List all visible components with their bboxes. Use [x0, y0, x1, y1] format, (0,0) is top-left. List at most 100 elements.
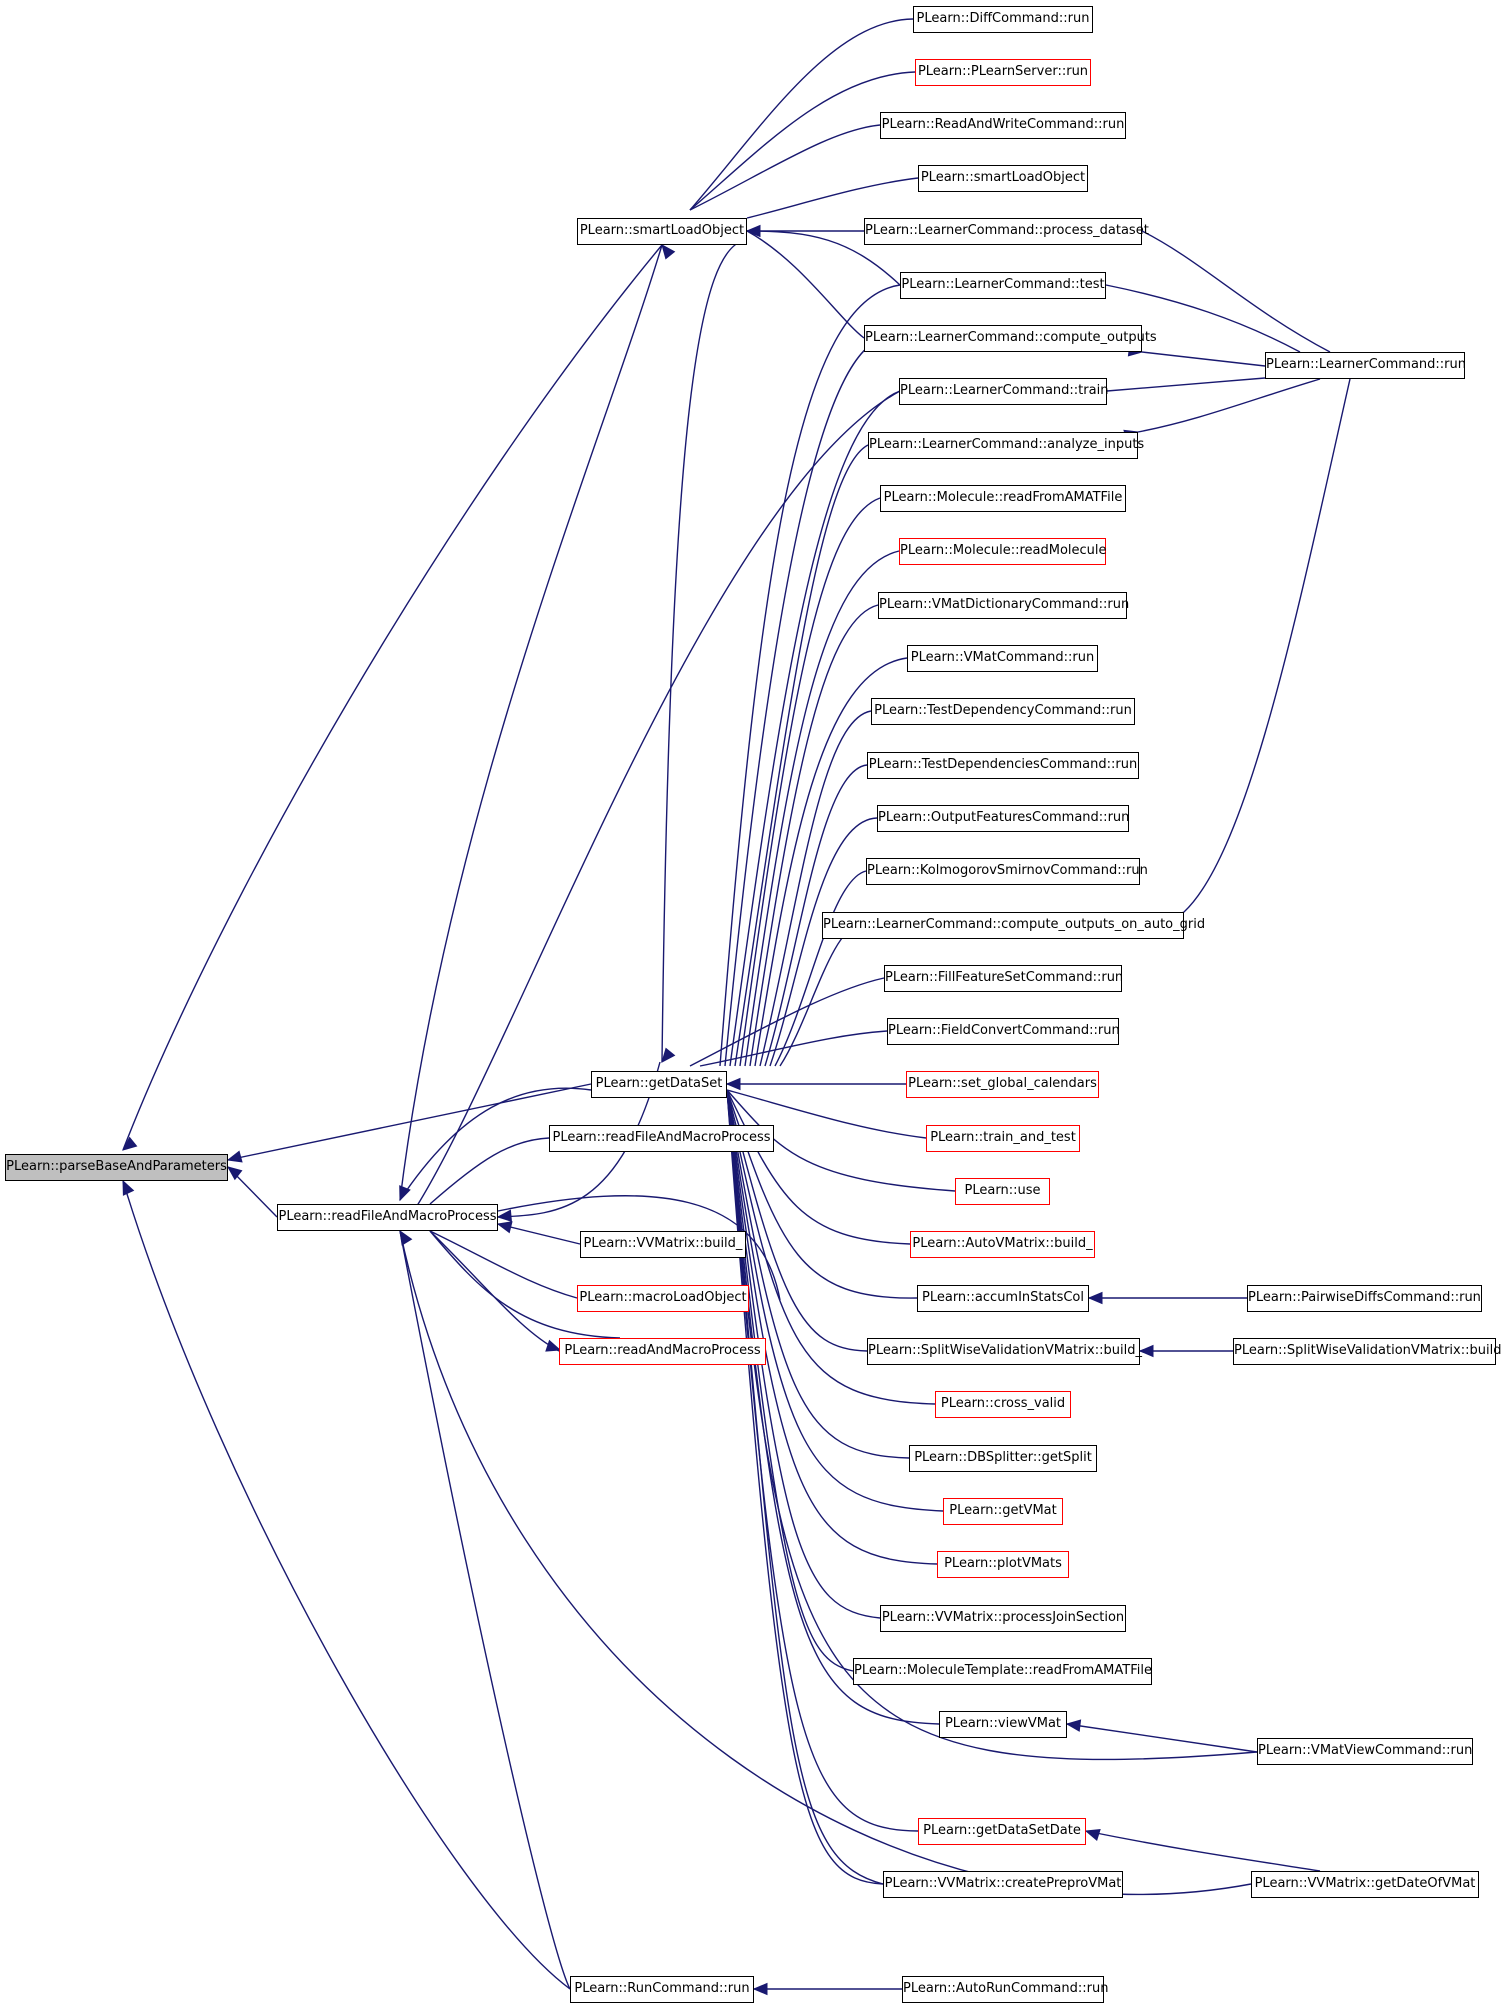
- edge: [399, 390, 901, 1232]
- node-TestDependenciesCommand-run[interactable]: PLearn::TestDependenciesCommand::run: [867, 752, 1139, 779]
- edge: [497, 1195, 781, 1301]
- node-ReadAndWriteCommand-run[interactable]: PLearn::ReadAndWriteCommand::run: [880, 112, 1126, 139]
- node-RunCommand-run[interactable]: PLearn::RunCommand::run: [570, 1976, 754, 2003]
- node-readAndMacroProcess[interactable]: PLearn::readAndMacroProcess: [559, 1338, 766, 1365]
- edge: [759, 710, 872, 1067]
- node-MoleculeTemplate-readFromAMATFile[interactable]: PLearn::MoleculeTemplate::readFromAMATFi…: [853, 1658, 1152, 1685]
- edge-arrowhead: [226, 1150, 243, 1163]
- edge: [1141, 351, 1266, 367]
- node-SplitWiseValidationVMatrix-build[interactable]: PLearn::SplitWiseValidationVMatrix::buil…: [1233, 1338, 1501, 1365]
- edge: [429, 1230, 560, 1352]
- node-VMatCommand-run[interactable]: PLearn::VMatCommand::run: [907, 645, 1098, 672]
- edge-arrowhead: [545, 1339, 562, 1352]
- edge: [774, 870, 867, 1067]
- node-Molecule-readFromAMATFile[interactable]: PLearn::Molecule::readFromAMATFile: [880, 485, 1126, 512]
- edge-arrowhead: [399, 1185, 411, 1202]
- node-PLearnServer-run[interactable]: PLearn::PLearnServer::run: [915, 59, 1091, 86]
- node-readFileAndMacroProcess[interactable]: PLearn::readFileAndMacroProcess: [277, 1204, 498, 1231]
- edge: [746, 230, 865, 339]
- edge: [726, 1089, 944, 1512]
- edge: [399, 1230, 1252, 1896]
- edge: [754, 657, 908, 1067]
- node-parseBaseAndParameters: PLearn::parseBaseAndParameters: [5, 1154, 228, 1181]
- edge: [726, 1089, 927, 1139]
- node-LearnerCommand-compute-outputs-on-auto-grid[interactable]: PLearn::LearnerCommand::compute_outputs_…: [822, 912, 1205, 939]
- edge: [661, 239, 746, 1063]
- node-VVMatrix-build[interactable]: PLearn::VVMatrix::build_: [580, 1231, 746, 1258]
- edge: [399, 244, 663, 1201]
- edge: [689, 124, 881, 211]
- node-cross-valid[interactable]: PLearn::cross_valid: [935, 1391, 1071, 1418]
- edge: [726, 1089, 936, 1405]
- edge: [1141, 230, 1331, 353]
- edge-arrowhead: [496, 1209, 513, 1222]
- edge: [689, 71, 916, 211]
- edge-arrowhead: [752, 1982, 768, 1996]
- node-PairwiseDiffsCommand-run[interactable]: PLearn::PairwiseDiffsCommand::run: [1247, 1285, 1482, 1312]
- edge: [726, 1089, 881, 1619]
- edge: [689, 18, 914, 211]
- node-getVMat[interactable]: PLearn::getVMat: [943, 1498, 1063, 1525]
- edge: [497, 1223, 581, 1245]
- edge: [726, 1089, 911, 1245]
- node-OutputFeaturesCommand-run[interactable]: PLearn::OutputFeaturesCommand::run: [877, 805, 1129, 832]
- edge: [739, 497, 881, 1067]
- node-TestDependencyCommand-run[interactable]: PLearn::TestDependencyCommand::run: [871, 698, 1135, 725]
- edge-arrowhead: [745, 224, 761, 238]
- edge: [726, 1089, 884, 1885]
- edge: [779, 923, 861, 1067]
- node-getDataSet[interactable]: PLearn::getDataSet: [591, 1071, 727, 1098]
- node-LearnerCommand-compute-outputs[interactable]: PLearn::LearnerCommand::compute_outputs: [864, 325, 1157, 352]
- node-SplitWiseValidationVMatrix-build-underscore[interactable]: PLearn::SplitWiseValidationVMatrix::buil…: [867, 1338, 1142, 1365]
- edge: [764, 764, 868, 1067]
- node-LearnerCommand-process-dataset[interactable]: PLearn::LearnerCommand::process_dataset: [864, 218, 1149, 245]
- node-viewVMat[interactable]: PLearn::viewVMat: [939, 1711, 1067, 1738]
- node-LearnerCommand-train[interactable]: PLearn::LearnerCommand::train: [899, 378, 1108, 405]
- edge-arrowhead: [1138, 1344, 1154, 1358]
- edge: [689, 977, 885, 1067]
- node-smartLoadObject[interactable]: PLearn::smartLoadObject: [577, 218, 747, 245]
- edge: [1085, 1830, 1321, 1872]
- node-VVMatrix-createPreproVMat[interactable]: PLearn::VVMatrix::createPreproVMat: [883, 1871, 1123, 1898]
- edge: [1106, 377, 1266, 392]
- node-VVMatrix-getDateOfVMat[interactable]: PLearn::VVMatrix::getDateOfVMat: [1251, 1871, 1479, 1898]
- node-macroLoadObject[interactable]: PLearn::macroLoadObject: [577, 1285, 749, 1312]
- node-DBSplitter-getSplit[interactable]: PLearn::DBSplitter::getSplit: [909, 1445, 1097, 1472]
- node-VVMatrix-processJoinSection[interactable]: PLearn::VVMatrix::processJoinSection: [880, 1605, 1126, 1632]
- edge: [746, 177, 919, 219]
- edge-arrowhead: [496, 1221, 513, 1234]
- edge: [726, 1089, 910, 1459]
- node-LearnerCommand-test[interactable]: PLearn::LearnerCommand::test: [900, 272, 1106, 299]
- edge: [744, 550, 900, 1067]
- node-AutoVMatrix-build[interactable]: PLearn::AutoVMatrix::build_: [910, 1231, 1095, 1258]
- node-use[interactable]: PLearn::use: [955, 1178, 1050, 1205]
- node-Molecule-readMolecule[interactable]: PLearn::Molecule::readMolecule: [899, 538, 1107, 565]
- node-smartLoadObject-2[interactable]: PLearn::smartLoadObject: [918, 165, 1088, 192]
- node-getDataSetDate[interactable]: PLearn::getDataSetDate: [918, 1818, 1086, 1845]
- node-VMatDictionaryCommand-run[interactable]: PLearn::VMatDictionaryCommand::run: [878, 592, 1129, 619]
- node-plotVMats[interactable]: PLearn::plotVMats: [937, 1551, 1069, 1578]
- node-LearnerCommand-analyze-inputs[interactable]: PLearn::LearnerCommand::analyze_inputs: [868, 432, 1144, 459]
- node-DiffCommand-run[interactable]: PLearn::DiffCommand::run: [913, 6, 1093, 33]
- edge-arrowhead: [122, 1136, 138, 1151]
- node-train-and-test[interactable]: PLearn::train_and_test: [926, 1125, 1080, 1152]
- edge-arrowhead: [1084, 1829, 1101, 1841]
- node-KolmogorovSmirnovCommand-run[interactable]: PLearn::KolmogorovSmirnovCommand::run: [866, 858, 1148, 885]
- node-accumInStatsCol[interactable]: PLearn::accumInStatsCol: [917, 1285, 1089, 1312]
- edge: [726, 1089, 884, 1885]
- edge-arrowhead: [1087, 1291, 1103, 1305]
- node-readFileAndMacroProcess-2[interactable]: PLearn::readFileAndMacroProcess: [549, 1125, 774, 1152]
- edge: [749, 604, 879, 1067]
- edge: [726, 1089, 868, 1352]
- edge: [497, 1061, 661, 1218]
- node-AutoRunCommand-run[interactable]: PLearn::AutoRunCommand::run: [902, 1976, 1108, 2003]
- edge: [399, 1087, 592, 1201]
- node-LearnerCommand-run[interactable]: PLearn::LearnerCommand::run: [1265, 352, 1466, 379]
- node-VMatViewCommand-run[interactable]: PLearn::VMatViewCommand::run: [1257, 1738, 1473, 1765]
- node-FillFeatureSetCommand-run[interactable]: PLearn::FillFeatureSetCommand::run: [884, 965, 1123, 992]
- edge: [1183, 378, 1351, 913]
- node-set-global-calendars[interactable]: PLearn::set_global_calendars: [906, 1071, 1099, 1098]
- edge: [429, 1137, 550, 1205]
- node-FieldConvertCommand-run[interactable]: PLearn::FieldConvertCommand::run: [887, 1018, 1120, 1045]
- edge: [699, 1030, 888, 1067]
